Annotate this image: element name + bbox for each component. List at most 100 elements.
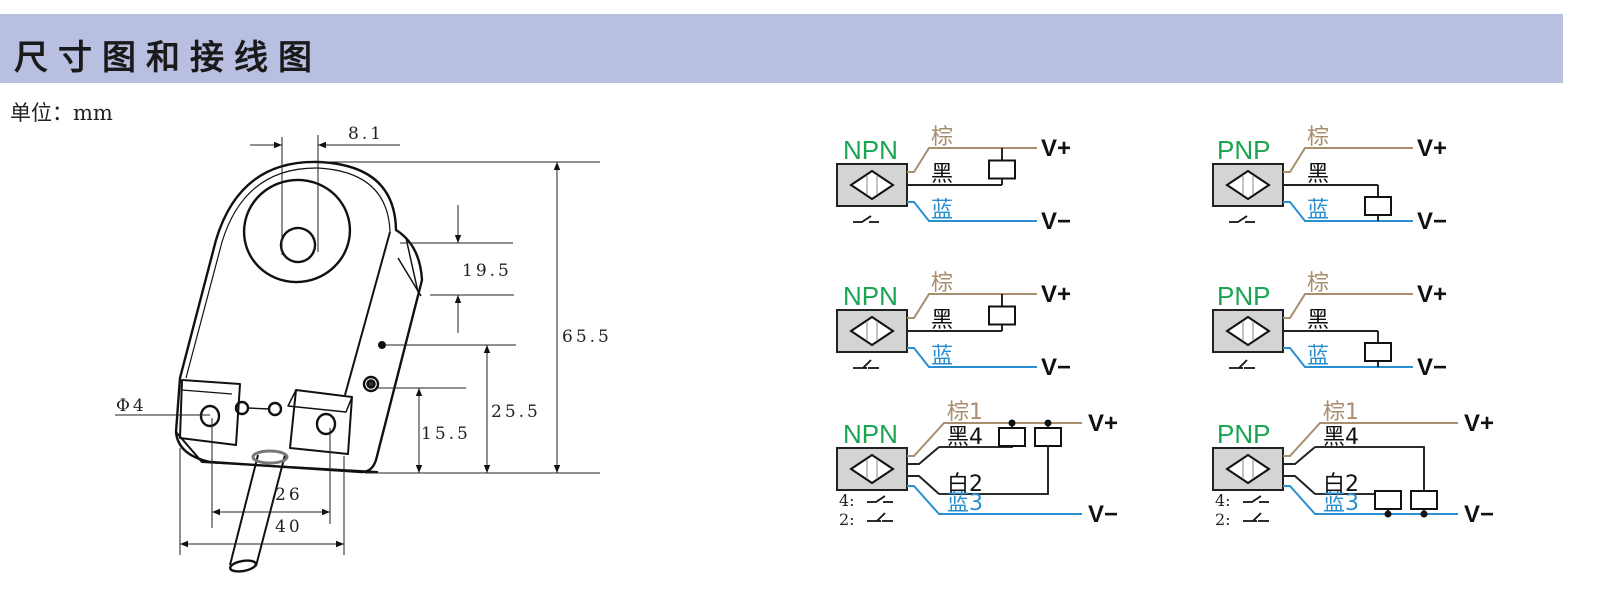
switch-label-nc: 2: bbox=[839, 510, 855, 529]
dim-hole-offset: 8.1 bbox=[348, 124, 384, 144]
voltage-positive-label: V+ bbox=[1041, 281, 1071, 308]
wiring-diagram-npn-no: NPN 棕黑蓝 V+ V− bbox=[836, 125, 1071, 235]
wire-label-brown: 棕 bbox=[1307, 271, 1329, 296]
section-header-bar bbox=[0, 14, 1563, 83]
left-mount-hole bbox=[199, 404, 221, 428]
wire-label-blue: 蓝 bbox=[1307, 344, 1329, 369]
sensor-type-label: NPN bbox=[843, 135, 898, 165]
wire-label-blue: 蓝3 bbox=[947, 491, 983, 516]
dimension-lines bbox=[115, 135, 600, 555]
brown-wire bbox=[907, 293, 1037, 319]
voltage-positive-label: V+ bbox=[1417, 281, 1447, 308]
led-indicator bbox=[378, 341, 386, 349]
voltage-positive-label: V+ bbox=[1041, 135, 1071, 162]
switch-no-icon bbox=[867, 495, 893, 503]
white-wire bbox=[1283, 475, 1316, 495]
section-title: 尺寸图和接线图 bbox=[14, 38, 322, 78]
wire-label-brown: 棕1 bbox=[947, 400, 983, 425]
junction-dot bbox=[1420, 510, 1428, 518]
cable-gland bbox=[251, 449, 289, 465]
voltage-negative-label: V− bbox=[1417, 208, 1447, 235]
blue-wire bbox=[907, 485, 1082, 515]
sensor-diamond-icon bbox=[1225, 453, 1271, 485]
sensor-diamond-icon bbox=[849, 315, 895, 347]
wire-label-black: 黑 bbox=[1307, 308, 1329, 333]
body-front-right-edge bbox=[344, 231, 391, 396]
relay-load-icon bbox=[1034, 427, 1062, 447]
switch-label-no: 4: bbox=[1215, 491, 1231, 510]
dim-total-height: 65.5 bbox=[562, 327, 612, 347]
cable-end bbox=[228, 559, 258, 573]
wire-label-black: 黑4 bbox=[1323, 425, 1359, 450]
switch-nc-icon bbox=[1229, 359, 1255, 369]
brown-wire bbox=[907, 147, 1037, 173]
unit-label-text: 单位： bbox=[10, 101, 73, 125]
brown-wire bbox=[1283, 293, 1413, 319]
black-wire bbox=[1283, 446, 1316, 465]
sensor-diamond-icon bbox=[849, 453, 895, 485]
blue-wire bbox=[1283, 201, 1413, 222]
voltage-negative-label: V− bbox=[1041, 208, 1071, 235]
sensor-type-label: NPN bbox=[843, 419, 898, 449]
voltage-positive-label: V+ bbox=[1464, 410, 1494, 437]
blue-wire bbox=[907, 201, 1037, 222]
body-side-edge bbox=[395, 229, 419, 293]
wire-label-blue: 蓝 bbox=[931, 344, 953, 369]
adjust-screw bbox=[362, 375, 380, 393]
brown-wire bbox=[1283, 422, 1458, 457]
switch-no-icon bbox=[1229, 215, 1255, 223]
blue-wire bbox=[907, 347, 1037, 368]
relay-load-icon bbox=[1374, 490, 1402, 510]
wire-label-blue: 蓝 bbox=[1307, 198, 1329, 223]
voltage-negative-label: V− bbox=[1417, 354, 1447, 381]
relay-load-icon bbox=[998, 427, 1026, 447]
sensor-diamond-icon bbox=[849, 169, 895, 201]
sensor-diamond-icon bbox=[1225, 315, 1271, 347]
dim-hole-spacing: 26 bbox=[275, 485, 303, 505]
voltage-negative-label: V− bbox=[1041, 354, 1071, 381]
wire-label-black: 黑 bbox=[931, 162, 953, 187]
relay-load-icon bbox=[1364, 196, 1392, 216]
relay-load-icon bbox=[988, 159, 1016, 180]
sensor-type-label: NPN bbox=[843, 281, 898, 311]
wire-label-blue: 蓝 bbox=[931, 198, 953, 223]
body-side-front bbox=[397, 257, 422, 297]
relay-load-icon bbox=[1410, 490, 1438, 510]
blue-wire bbox=[1283, 347, 1413, 368]
voltage-positive-label: V+ bbox=[1417, 135, 1447, 162]
junction-dot bbox=[1008, 419, 1016, 427]
switch-no-icon bbox=[853, 215, 879, 223]
voltage-negative-label: V− bbox=[1088, 501, 1118, 528]
relay-load-icon bbox=[1364, 342, 1392, 362]
wire-label-brown: 棕 bbox=[931, 271, 953, 296]
wire-label-brown: 棕 bbox=[1307, 125, 1329, 150]
wire-label-black: 黑 bbox=[931, 308, 953, 333]
switch-label-no: 4: bbox=[839, 491, 855, 510]
right-mount-block bbox=[289, 389, 353, 455]
switch-nc-icon bbox=[1243, 512, 1269, 522]
voltage-positive-label: V+ bbox=[1088, 410, 1118, 437]
wire-label-white: 白2 bbox=[947, 472, 983, 497]
dim-mount-hole-diameter: Φ4 bbox=[116, 396, 147, 416]
wire-label-brown: 棕 bbox=[931, 125, 953, 150]
wire-label-black: 黑 bbox=[1307, 162, 1329, 187]
dim-base-width: 40 bbox=[275, 517, 303, 537]
wire-label-white: 白2 bbox=[1323, 472, 1359, 497]
white-wire bbox=[907, 475, 940, 495]
switch-label-nc: 2: bbox=[1215, 510, 1231, 529]
black-wire bbox=[907, 446, 940, 465]
wire-label-black: 黑4 bbox=[947, 425, 983, 450]
unit-value: mm bbox=[73, 101, 113, 125]
dim-led-height: 25.5 bbox=[491, 402, 541, 422]
junction-dot bbox=[1044, 419, 1052, 427]
body-bottom bbox=[175, 431, 379, 473]
unit-label: 单位：mm bbox=[10, 97, 113, 127]
switch-nc-icon bbox=[867, 512, 893, 522]
wire-label-blue: 蓝3 bbox=[1323, 491, 1359, 516]
relay-load-icon bbox=[988, 305, 1016, 326]
